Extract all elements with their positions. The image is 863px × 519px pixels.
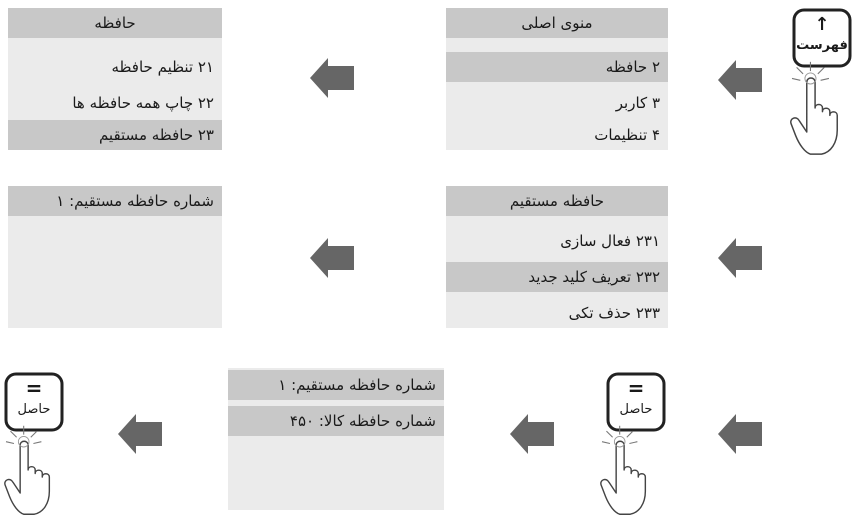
result-key-final-label: حاصل bbox=[17, 402, 51, 417]
main-menu-item-user[interactable]: ۳ کاربر bbox=[615, 94, 660, 112]
menu-key[interactable]: ↑ فهرست bbox=[792, 8, 852, 68]
arrow-left-icon bbox=[310, 238, 354, 278]
equals-icon: = bbox=[627, 376, 645, 400]
memory-menu-panel: حافظه ۲۱ تنظیم حافظه ۲۲ چاپ همه حافظه ها… bbox=[8, 8, 222, 150]
up-arrow-icon: ↑ bbox=[814, 14, 830, 35]
result-key-label: حاصل bbox=[619, 402, 653, 417]
result-key-final-frame bbox=[4, 372, 64, 432]
equals-icon: = bbox=[25, 376, 43, 400]
direct-memory-number-panel: شماره حافظه مستقیم: ۱ bbox=[8, 186, 222, 328]
arrow-left-icon bbox=[718, 238, 762, 278]
hand-pointer-icon bbox=[600, 425, 647, 515]
arrow-left-icon bbox=[510, 414, 554, 454]
direct-memory-title: حافظه مستقیم bbox=[446, 186, 668, 216]
direct-memory-item-activate[interactable]: ۲۳۱ فعال سازی bbox=[560, 232, 660, 250]
menu-key-frame bbox=[792, 8, 852, 68]
result-key[interactable]: = حاصل bbox=[606, 372, 666, 432]
menu-key-label: فهرست bbox=[796, 38, 848, 53]
direct-memory-panel: حافظه مستقیم ۲۳۱ فعال سازی ۲۳۲ تعریف کلی… bbox=[446, 186, 668, 328]
main-menu-item-memory[interactable]: ۲ حافظه bbox=[446, 52, 668, 82]
arrow-left-icon bbox=[310, 58, 354, 98]
direct-memory-item-define-key[interactable]: ۲۳۲ تعریف کلید جدید bbox=[446, 262, 668, 292]
direct-memory-item-delete[interactable]: ۲۳۳ حذف تکی bbox=[568, 304, 660, 322]
arrow-left-icon bbox=[718, 414, 762, 454]
main-menu-title: منوی اصلی bbox=[446, 8, 668, 38]
main-menu-item-settings[interactable]: ۴ تنظیمات bbox=[594, 126, 660, 144]
result-item-memory-line: شماره حافظه کالا: ۴۵۰ bbox=[228, 406, 444, 436]
memory-menu-item-direct[interactable]: ۲۳ حافظه مستقیم bbox=[8, 120, 222, 150]
result-key-frame bbox=[606, 372, 666, 432]
memory-menu-title: حافظه bbox=[8, 8, 222, 38]
memory-menu-item-settings[interactable]: ۲۱ تنظیم حافظه bbox=[111, 58, 214, 76]
memory-menu-item-print-all[interactable]: ۲۲ چاپ همه حافظه ها bbox=[72, 94, 214, 112]
hand-pointer-icon bbox=[790, 61, 838, 155]
arrow-left-icon bbox=[118, 414, 162, 454]
direct-memory-number-line: شماره حافظه مستقیم: ۱ bbox=[8, 186, 222, 216]
result-key-final[interactable]: = حاصل bbox=[4, 372, 64, 432]
arrow-left-icon bbox=[718, 60, 762, 100]
result-screen-panel: شماره حافظه مستقیم: ۱ شماره حافظه کالا: … bbox=[228, 368, 444, 510]
result-direct-memory-line: شماره حافظه مستقیم: ۱ bbox=[228, 370, 444, 400]
hand-pointer-icon bbox=[4, 425, 51, 515]
main-menu-panel: منوی اصلی ۲ حافظه ۳ کاربر ۴ تنظیمات bbox=[446, 8, 668, 150]
